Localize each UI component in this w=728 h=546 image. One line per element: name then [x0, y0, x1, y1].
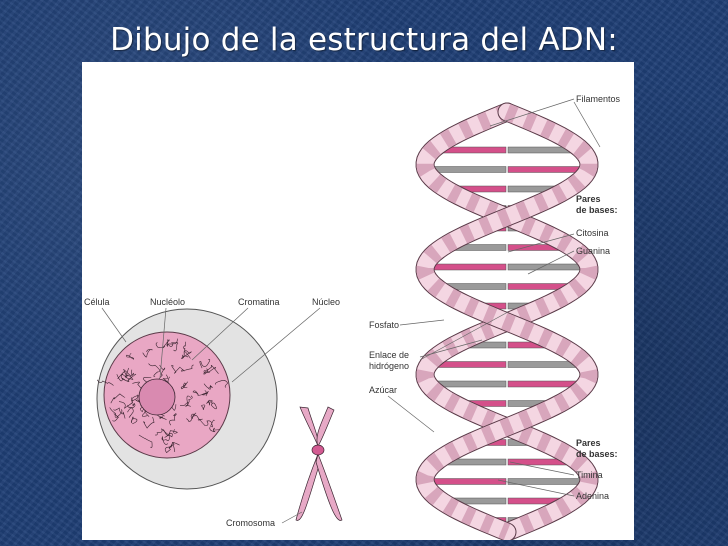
chromatin-fiber	[203, 367, 217, 374]
label-fosfato: Fosfato	[369, 320, 399, 330]
chromatin-fiber	[127, 402, 136, 408]
label-celula: Célula	[84, 297, 110, 307]
chromatin-fiber	[96, 379, 114, 386]
label-enlace-1: Enlace de	[369, 350, 409, 360]
chromatin-fiber	[182, 341, 186, 355]
chromatin-fiber	[199, 358, 211, 369]
label-cromosoma: Cromosoma	[226, 518, 275, 528]
chromatin-fibers	[96, 338, 228, 454]
chromatin-fiber	[163, 429, 173, 438]
chromatin-fiber	[117, 371, 129, 379]
chromatin-fiber	[126, 352, 135, 360]
chromatin-fiber	[162, 374, 170, 384]
chromatin-fiber	[110, 393, 126, 404]
base-pairs	[424, 146, 590, 524]
chromatin-fiber	[201, 404, 206, 410]
label-pares-1: Pares	[576, 194, 601, 204]
chromatin-fiber	[206, 399, 213, 406]
label-adenina: Adenina	[576, 491, 609, 501]
chromatin-fiber	[113, 407, 126, 419]
chromatin-fiber	[198, 418, 209, 426]
nucleolus	[138, 378, 176, 416]
chromatin-fiber	[127, 407, 134, 418]
dna-strand-front-segments	[416, 104, 598, 540]
label-enlace-2: hidrógeno	[369, 361, 409, 371]
chromatin-fiber	[157, 414, 167, 420]
label-filamentos: Filamentos	[576, 94, 621, 104]
chromatin-fiber	[186, 413, 196, 422]
chromatin-fiber	[155, 428, 169, 436]
chromatin-fiber	[203, 383, 213, 390]
chromatin-fiber	[148, 363, 161, 377]
label-timina: Timina	[576, 470, 603, 480]
label-nucleo: Núcleo	[312, 297, 340, 307]
chromatin-fiber	[208, 401, 217, 410]
slide-title: Dibujo de la estructura del ADN:	[110, 22, 618, 58]
label-azucar: Azúcar	[369, 385, 397, 395]
base-segment	[424, 478, 507, 485]
chromatin-fiber	[118, 397, 133, 409]
chromatin-fiber	[116, 374, 129, 382]
label-pares-b2: de bases:	[576, 449, 618, 459]
chromatin-fiber	[142, 349, 153, 358]
chromatin-fiber	[138, 434, 153, 448]
label-cromatina: Cromatina	[238, 297, 280, 307]
chromatin-fiber	[206, 419, 215, 428]
cell-illustration	[96, 308, 278, 490]
chromatin-fiber	[130, 416, 138, 425]
chromatin-fiber	[170, 338, 179, 352]
chromatin-fiber	[164, 444, 176, 454]
chromatin-fiber	[161, 435, 170, 445]
chromatin-fiber	[180, 351, 191, 359]
diagram-panel: Célula Nucléolo Cromatina Núcleo Cromoso…	[82, 62, 634, 540]
chromatin-fiber	[185, 395, 193, 408]
dna-backbone-strands	[415, 102, 599, 540]
chromatin-fiber	[112, 413, 119, 422]
chromatin-fiber	[125, 367, 134, 382]
chromatin-fiber	[123, 369, 134, 377]
label-pares-b1: Pares	[576, 438, 601, 448]
labels: Célula Nucléolo Cromatina Núcleo Cromoso…	[84, 94, 621, 528]
chromatin-fiber	[109, 407, 123, 418]
chromatin-fiber	[171, 364, 185, 374]
dna-diagram: Célula Nucléolo Cromatina Núcleo Cromoso…	[84, 94, 621, 540]
base-segment	[507, 263, 590, 271]
chromatin-fiber	[192, 390, 207, 396]
chromatin-fiber	[181, 364, 194, 372]
chromatin-fiber	[209, 427, 221, 433]
chromatin-fiber	[166, 339, 174, 348]
leader-lines	[101, 98, 601, 524]
chromatin-fiber	[143, 416, 155, 429]
chromatin-fiber	[169, 412, 177, 426]
chromatin-fiber	[131, 394, 140, 402]
chromatin-fiber	[179, 395, 192, 406]
label-guanina: Guanina	[576, 246, 610, 256]
label-citosina: Citosina	[576, 228, 609, 238]
label-nucleolo: Nucléolo	[150, 297, 185, 307]
chromatin-fiber	[215, 380, 228, 388]
chromosome-illustration	[295, 406, 343, 521]
chromatin-fiber	[180, 381, 188, 390]
label-pares-2: de bases:	[576, 205, 618, 215]
dna-double-helix	[415, 102, 599, 540]
base-segment	[424, 263, 507, 271]
chromatin-fiber	[181, 349, 192, 358]
